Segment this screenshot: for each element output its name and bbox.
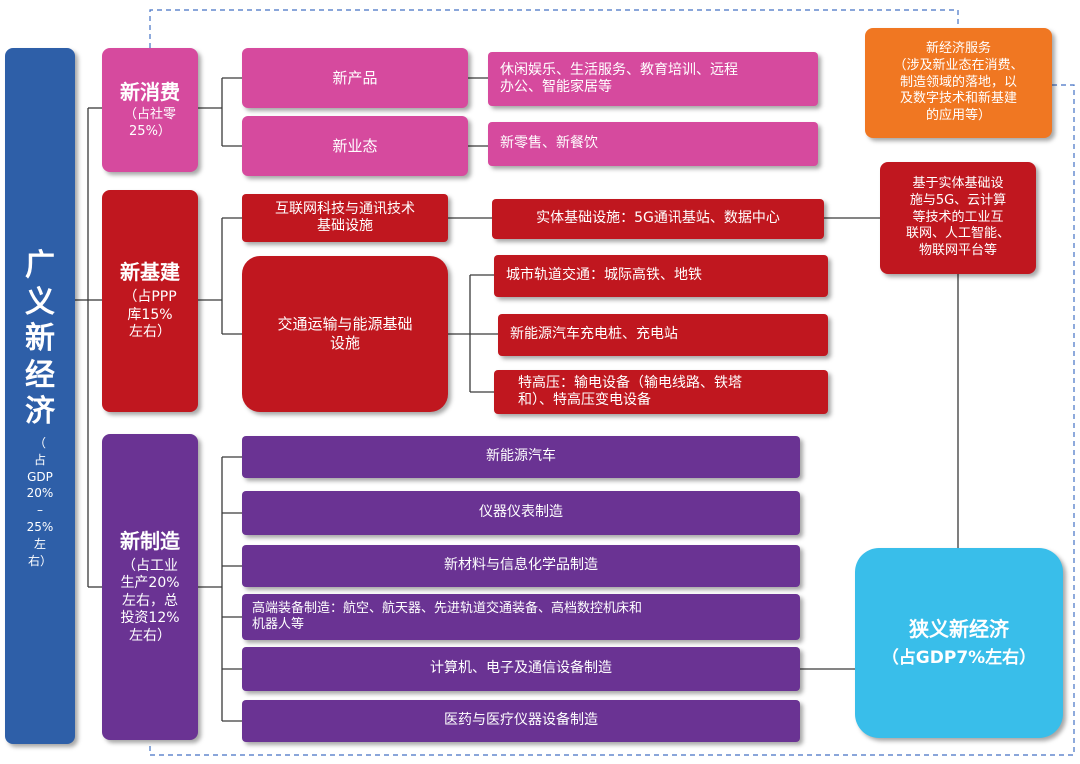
category-new-manufacturing-title: 新制造 bbox=[120, 528, 180, 553]
node-products-detail: 休闲娱乐、生活服务、教育培训、远程 办公、智能家居等 bbox=[488, 52, 818, 106]
root-title: 广 义 新 经 济 bbox=[25, 248, 55, 430]
node-computer-electronics: 计算机、电子及通信设备制造 bbox=[242, 647, 800, 691]
root-node-broad-new-economy: 广 义 新 经 济 （ 占 GDP 20% – 25% 左 右） bbox=[5, 48, 75, 744]
node-pharma-medical-devices: 医药与医疗仪器设备制造 bbox=[242, 700, 800, 742]
node-industrial-internet: 基于实体基础设 施与5G、云计算 等技术的工业互 联网、人工智能、 物联网平台等 bbox=[880, 162, 1036, 274]
node-new-products: 新产品 bbox=[242, 48, 468, 108]
node-high-end-equipment: 高端装备制造：航空、航天器、先进轨道交通装备、高档数控机床和 机器人等 bbox=[242, 594, 800, 640]
category-new-consumption: 新消费 （占社零 25%） bbox=[102, 48, 198, 172]
node-narrow-new-economy: 狭义新经济 （占GDP7%左右） bbox=[855, 548, 1063, 738]
node-new-energy-vehicles: 新能源汽车 bbox=[242, 436, 800, 478]
node-ev-charging: 新能源汽车充电桩、充电站 bbox=[498, 314, 828, 356]
category-new-infrastructure-note: （占PPP 库15% 左右） bbox=[123, 289, 177, 341]
node-new-materials-chemicals: 新材料与信息化学品制造 bbox=[242, 545, 800, 587]
category-new-infrastructure: 新基建 （占PPP 库15% 左右） bbox=[102, 190, 198, 412]
narrow-new-economy-note: （占GDP7%左右） bbox=[881, 647, 1037, 668]
category-new-manufacturing: 新制造 （占工业 生产20% 左右，总 投资12% 左右） bbox=[102, 434, 198, 740]
node-uhv: 特高压：输电设备（输电线路、铁塔 和）、特高压变电设备 bbox=[494, 370, 828, 414]
narrow-new-economy-title: 狭义新经济 bbox=[909, 616, 1009, 641]
node-transport-energy-infra: 交通运输与能源基础 设施 bbox=[242, 256, 448, 412]
node-internet-tech-infra: 互联网科技与通讯技术 基础设施 bbox=[242, 194, 448, 242]
category-new-infrastructure-title: 新基建 bbox=[120, 260, 180, 285]
node-physical-infra: 实体基础设施：5G通讯基站、数据中心 bbox=[492, 199, 824, 239]
node-new-economy-services: 新经济服务 （涉及新业态在消费、 制造领域的落地，以 及数字技术和新基建 的应用… bbox=[865, 28, 1052, 138]
node-instrument-manufacturing: 仪器仪表制造 bbox=[242, 491, 800, 535]
node-formats-detail: 新零售、新餐饮 bbox=[488, 122, 818, 166]
node-rail-transit: 城市轨道交通：城际高铁、地铁 bbox=[494, 255, 828, 297]
category-new-consumption-title: 新消费 bbox=[120, 80, 180, 105]
category-new-manufacturing-note: （占工业 生产20% 左右，总 投资12% 左右） bbox=[120, 557, 180, 644]
node-new-formats: 新业态 bbox=[242, 116, 468, 176]
category-new-consumption-note: （占社零 25%） bbox=[123, 107, 176, 139]
root-subtitle: （ 占 GDP 20% – 25% 左 右） bbox=[26, 435, 54, 568]
